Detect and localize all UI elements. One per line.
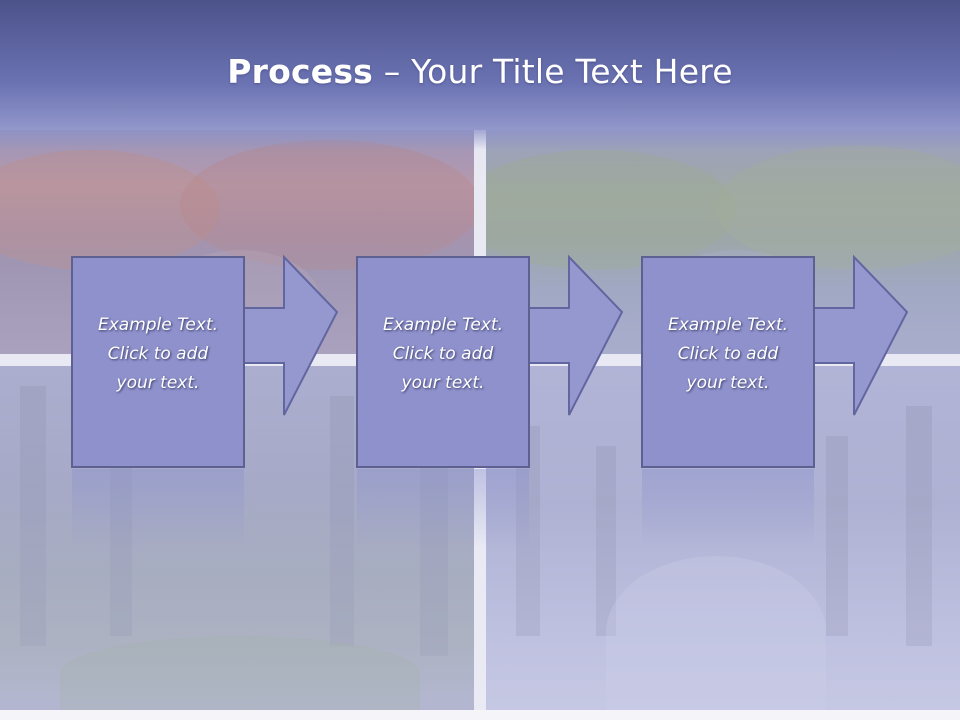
process-step-2[interactable]: Example Text. Click to add your text. [356,254,627,468]
step-2-line-3: your text. [401,373,485,393]
step-1-line-1: Example Text. [97,315,219,335]
step-3-box [641,256,815,468]
step-3-text[interactable]: Example Text. Click to add your text. [642,311,814,398]
step-3-line-3: your text. [686,373,770,393]
step-1-line-2: Click to add [107,344,209,364]
step-1-arrow [241,254,339,416]
step-3-reflection [642,469,814,549]
process-step-2-shape [356,254,624,468]
process-step-1-shape [71,254,339,468]
step-3-line-1: Example Text. [667,315,789,335]
step-2-box [356,256,530,468]
step-1-reflection [72,469,244,549]
slide-title[interactable]: Process – Your Title Text Here [0,52,960,91]
step-2-arrow [526,254,624,416]
bottom-strip [0,710,960,720]
slide-title-rest: – Your Title Text Here [373,52,733,91]
process-step-1[interactable]: Example Text. Click to add your text. [71,254,342,468]
title-band: Process – Your Title Text Here [0,0,960,150]
step-2-line-1: Example Text. [382,315,504,335]
slide-title-bold: Process [227,52,374,91]
step-2-reflection [357,469,529,549]
step-1-box [71,256,245,468]
step-2-line-2: Click to add [392,344,494,364]
process-step-3[interactable]: Example Text. Click to add your text. [641,254,912,468]
step-2-text[interactable]: Example Text. Click to add your text. [357,311,529,398]
step-3-line-2: Click to add [677,344,779,364]
step-1-line-3: your text. [116,373,200,393]
step-1-text[interactable]: Example Text. Click to add your text. [72,311,244,398]
process-step-3-shape [641,254,909,468]
step-3-arrow [811,254,909,416]
